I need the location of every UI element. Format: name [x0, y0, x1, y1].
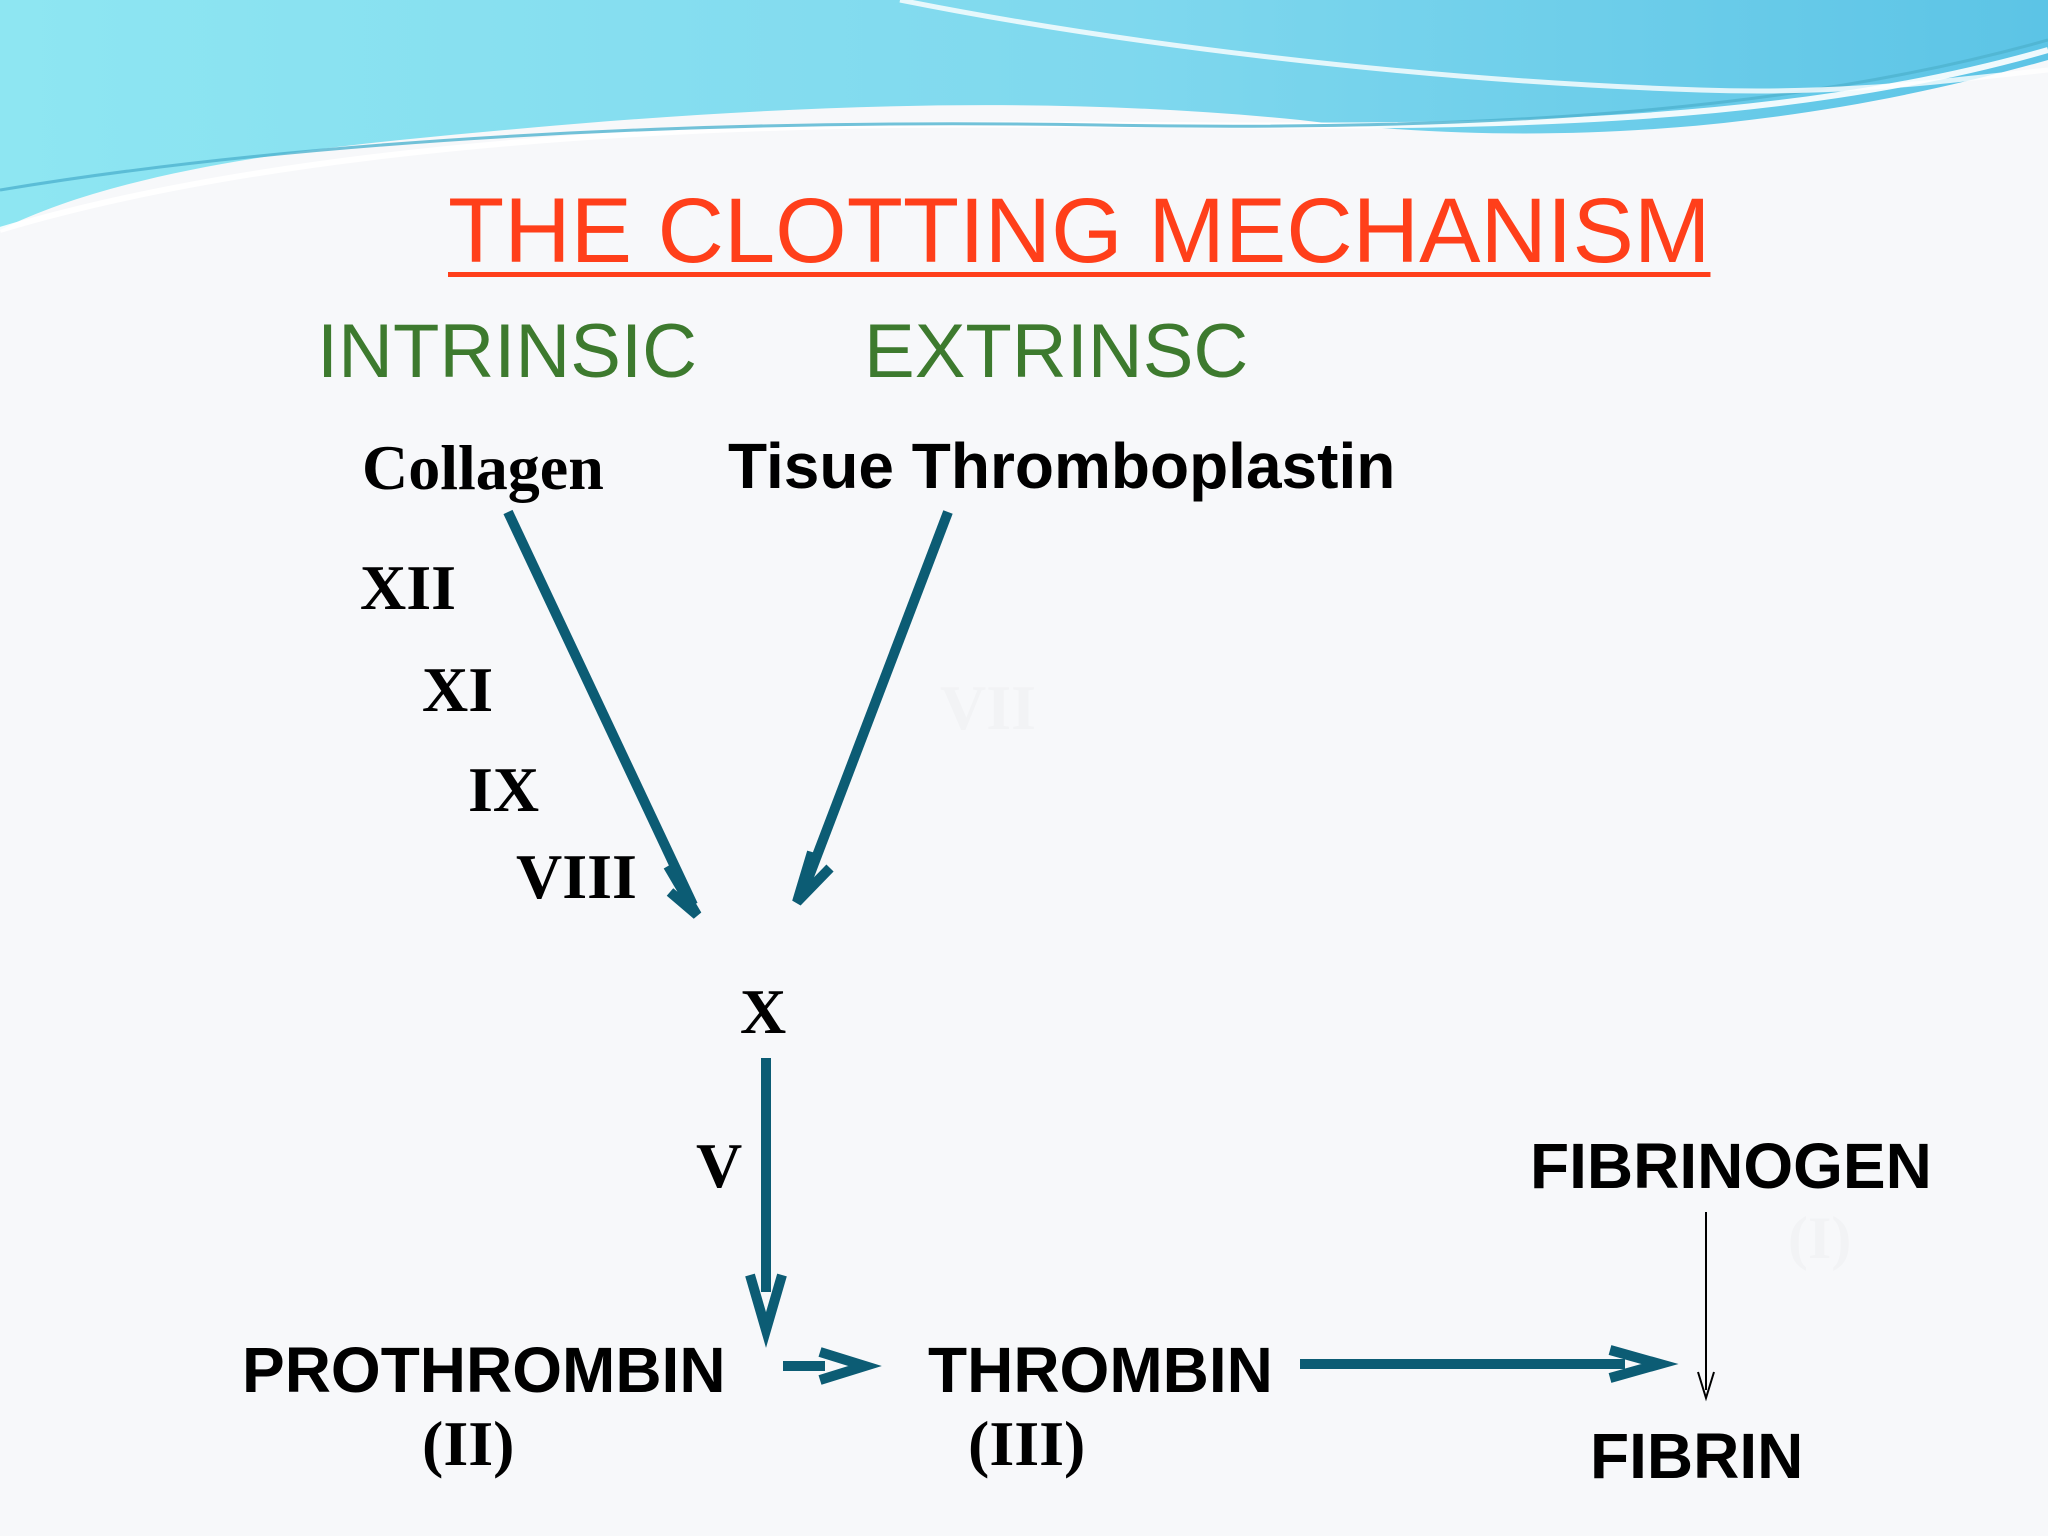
factor-viii-label: VIII [516, 841, 637, 912]
intrinsic-label: INTRINSIC [317, 309, 697, 394]
fibrin-label: FIBRIN [1590, 1420, 1804, 1492]
extrinsic-label: EXTRINSC [864, 309, 1249, 394]
fibrinogen-arrowhead [1697, 1371, 1715, 1402]
header-wave-decoration [0, 0, 2048, 233]
tissue-thromboplastin-label: Tisue Thromboplastin [728, 430, 1396, 502]
prothrombin-label: PROTHROMBIN [242, 1334, 726, 1406]
fibrinogen-code: (I) [1788, 1205, 1852, 1271]
factor-x-arrowhead [745, 1273, 787, 1348]
factor-xi-label: XI [422, 654, 494, 725]
extrinsic-arrowhead [792, 850, 834, 906]
factor-xii-label: XII [360, 552, 457, 623]
factor-vii-label: VII [940, 672, 1037, 743]
slide-title: THE CLOTTING MECHANISM [448, 180, 1711, 282]
prothrombin-arrowhead [818, 1347, 882, 1385]
prothrombin-code: (II) [422, 1408, 515, 1479]
thrombin-code: (III) [968, 1408, 1086, 1479]
thrombin-arrowhead [1608, 1345, 1679, 1383]
factor-ix-label: IX [468, 754, 540, 825]
factor-x-label: X [740, 976, 787, 1047]
thrombin-label: THROMBIN [928, 1334, 1273, 1406]
factor-v-label: V [696, 1130, 743, 1201]
collagen-label: Collagen [362, 432, 604, 503]
fibrinogen-label: FIBRINOGEN [1530, 1130, 1932, 1202]
extrinsic-arrow [800, 510, 953, 889]
intrinsic-arrow [503, 509, 698, 908]
intrinsic-arrowhead [663, 863, 702, 919]
